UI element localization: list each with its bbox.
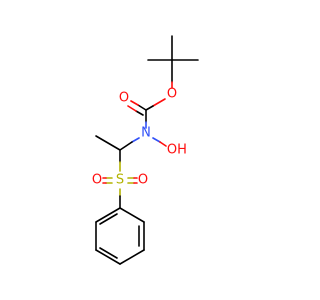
bond-n-to-oh-a <box>152 137 161 143</box>
ring-inner-bond-2 <box>99 247 118 259</box>
bond-o-ester-to-carbonyl-o <box>152 98 166 107</box>
atom-o-sulfonyl-right: O <box>138 173 148 188</box>
structure-svg: O O N O H S O O <box>92 35 199 265</box>
bond-o-ester-to-carbonyl-c <box>145 105 154 111</box>
bond-ch-to-methyl <box>95 135 121 151</box>
bond-carbonyl-double-2a <box>135 110 144 116</box>
atom-h-hydroxyl: H <box>177 143 187 158</box>
bond-carbonyl-double-1a <box>137 104 147 111</box>
bond-carbonyl-double-1b <box>130 100 139 106</box>
atom-n: N <box>141 126 151 141</box>
atom-o-sulfonyl-left: O <box>92 173 102 188</box>
ring-bond-4 <box>95 249 121 265</box>
bond-carbonyl-double-2b <box>127 105 137 112</box>
bond-n-to-ch-b <box>119 141 133 151</box>
bond-n-to-oh-b <box>159 141 167 147</box>
bond-n-to-ch-a <box>131 137 140 143</box>
molecule-diagram: O O N O H S O O <box>92 35 199 265</box>
atom-o-carbonyl: O <box>119 91 129 106</box>
atom-o-ester: O <box>167 87 177 102</box>
ring-inner-bond-3 <box>99 213 118 225</box>
ring-bond-1 <box>119 207 145 223</box>
ring-bond-6 <box>95 207 121 223</box>
atom-s: S <box>116 173 124 188</box>
ring-bond-3 <box>119 249 145 265</box>
atom-o-hydroxyl: O <box>167 143 177 158</box>
